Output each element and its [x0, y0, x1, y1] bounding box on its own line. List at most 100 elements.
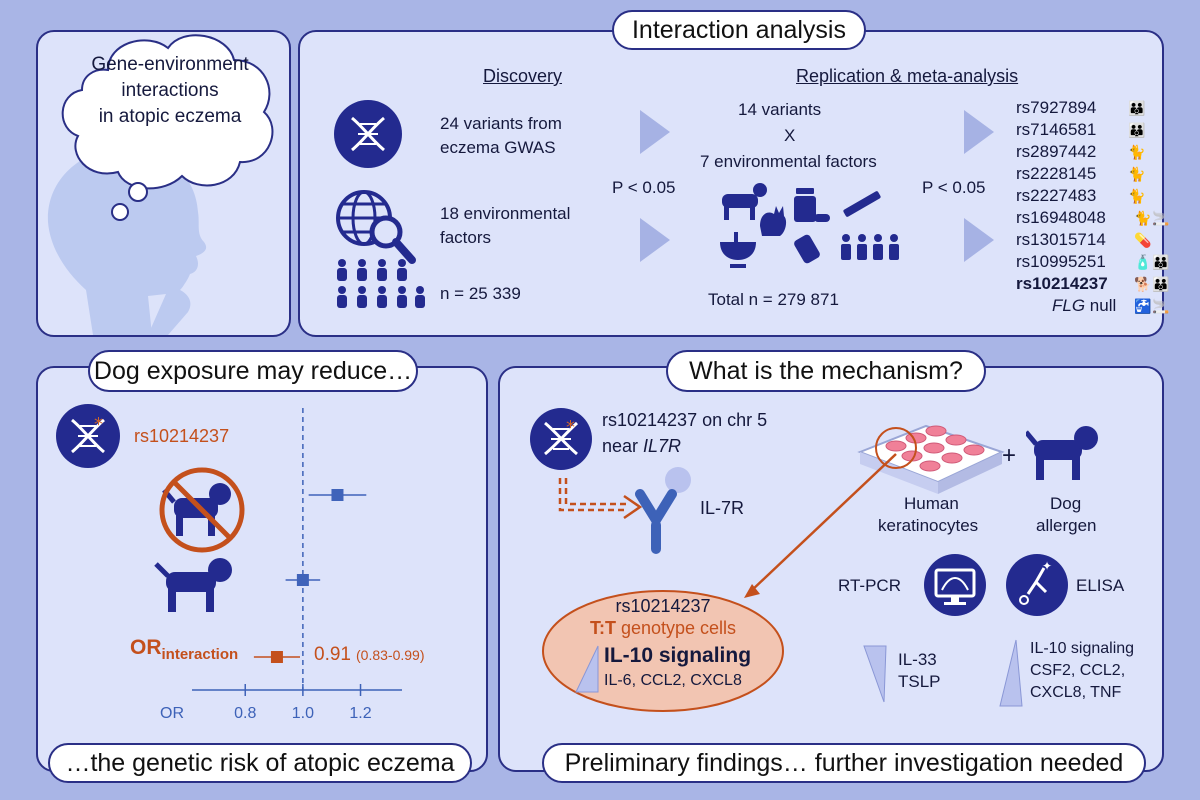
- family-icon: 👪: [1128, 122, 1147, 138]
- snp-row: rs2897442 🐈: [1016, 142, 1145, 162]
- point-estimate: [331, 489, 344, 501]
- rtpcr-monitor-icon: [924, 554, 986, 616]
- sink-smoke-icon: 🚰🚬: [1134, 298, 1171, 314]
- intro-panel: Gene-environment interactions in atopic …: [36, 30, 291, 337]
- or-subscript: interaction: [161, 646, 239, 664]
- thought-dot: [111, 203, 129, 221]
- or-value: 0.91: [314, 644, 351, 665]
- point-estimate: [296, 574, 309, 586]
- dog-icon: [154, 558, 232, 612]
- replication-total: Total n = 279 871: [708, 290, 839, 309]
- snp-row: rs13015714💊: [1016, 230, 1151, 250]
- x-tick-label: 1.2: [349, 705, 371, 722]
- ellipse-genotype: T:T genotype cells: [570, 618, 756, 639]
- mechanism-panel: * rs10214237 on chr 5 near IL7R IL-7R +: [498, 366, 1164, 772]
- env-line-2: factors: [440, 228, 492, 247]
- variants-line-1: 24 variants from: [440, 114, 562, 133]
- svg-text:*: *: [94, 414, 103, 435]
- variants-line-2: eczema GWAS: [440, 138, 556, 157]
- down-line-1: IL-33: [898, 650, 937, 669]
- genotype-tt: T:T: [589, 618, 616, 638]
- chevron-right-icon: [640, 218, 670, 262]
- medication-icon: 💊: [1134, 232, 1153, 248]
- dog-snp: rs10214237: [134, 426, 230, 446]
- snp-row: rs16948048 🐈🚬: [1016, 208, 1170, 228]
- environment-factors-icons: [720, 183, 899, 268]
- interaction-panel: Discovery 24 variants from eczema GWAS 1…: [298, 30, 1170, 337]
- dna-icon: *: [530, 408, 592, 470]
- cells-line-2: keratinocytes: [878, 516, 979, 535]
- snp-id: rs16948048: [1016, 208, 1106, 227]
- cell-culture-plate-icon: [857, 424, 1005, 494]
- mech-snp-line-2: near IL7R: [602, 436, 681, 457]
- dashed-arrow-icon: [558, 478, 643, 520]
- near-label: near: [602, 436, 644, 456]
- up-line-2: CSF2, CCL2,: [1030, 662, 1126, 679]
- snp-id: rs10214237: [1016, 274, 1108, 293]
- globe-search-icon: [336, 190, 416, 264]
- x-tick-label: 1.0: [292, 705, 314, 722]
- up-line-1: IL-10 signaling: [1030, 640, 1135, 657]
- dna-icon: *: [56, 404, 120, 468]
- discovery-heading: Discovery: [483, 66, 563, 86]
- thought-bubble: [61, 34, 274, 202]
- replication-variants: 14 variants: [738, 100, 822, 119]
- allergen-line-2: allergen: [1036, 516, 1097, 535]
- snp-list: rs7927894👪 rs7146581 👪 rs2897442 🐈 rs22281…: [1016, 98, 1170, 334]
- snp-id: rs7146581: [1016, 120, 1097, 139]
- receptor-icon: [635, 467, 691, 554]
- snp-id: rs2897442: [1016, 142, 1097, 161]
- replication-env: 7 environmental factors: [700, 152, 877, 171]
- snp-row-highlight: rs10214237 🐕👪: [1016, 274, 1170, 294]
- dog-footer: …the genetic risk of atopic eczema: [48, 743, 472, 783]
- bottle-family-icon: 🧴👪: [1134, 254, 1171, 270]
- dog-icon: [1026, 426, 1098, 480]
- snp-id: rs7927894: [1016, 98, 1097, 117]
- replication-times: X: [784, 126, 796, 145]
- receptor-label: IL-7R: [700, 498, 745, 518]
- mechanism-title: What is the mechanism?: [666, 350, 986, 392]
- mechanism-footer: Preliminary findings… further investigat…: [542, 743, 1146, 783]
- chevron-right-icon: [964, 110, 994, 154]
- svg-text:✦: ✦: [1042, 559, 1052, 573]
- p-threshold-2: P < 0.05: [922, 178, 986, 197]
- flg-row: FLG null🚰🚬: [1052, 296, 1170, 316]
- cat-icon: 🐈: [1128, 188, 1147, 204]
- plus-sign: +: [1002, 442, 1017, 469]
- interaction-title: Interaction analysis: [612, 10, 866, 50]
- decrease-triangle-icon: [863, 645, 887, 703]
- flg-null: null: [1085, 296, 1117, 315]
- allergen-line-1: Dog: [1050, 494, 1082, 513]
- snp-id: rs2227483: [1016, 186, 1097, 205]
- up-line-3: CXCL8, TNF: [1030, 684, 1122, 701]
- gene-il7r: IL7R: [643, 436, 682, 456]
- env-line-1: 18 environmental: [440, 204, 571, 223]
- dog-panel: * rs10214237 OR interaction 0.91 (0.83-0.…: [36, 366, 488, 772]
- cells-line-1: Human: [904, 494, 959, 513]
- snp-row: rs2227483 🐈: [1016, 186, 1145, 206]
- snp-row: rs2228145 🐈: [1016, 164, 1145, 184]
- elisa-antibody-icon: ✦: [1006, 554, 1068, 616]
- bubble-line-2: interactions: [121, 80, 219, 101]
- snp-id: rs2228145: [1016, 164, 1097, 183]
- increase-triangle-icon: [999, 639, 1023, 707]
- bubble-line-1: Gene-environment: [91, 54, 249, 75]
- thinking-person-silhouette: [47, 148, 207, 335]
- snp-row: rs7927894👪: [1016, 98, 1145, 118]
- bubble-line-3: in atopic eczema: [98, 106, 242, 127]
- cat-icon: 🐈: [1128, 144, 1147, 160]
- p-threshold-1: P < 0.05: [612, 178, 676, 197]
- genotype-rest: genotype cells: [615, 618, 737, 638]
- rtpcr-label: RT-PCR: [838, 576, 901, 595]
- chevron-right-icon: [964, 218, 994, 262]
- genotype-ellipse: [542, 590, 784, 712]
- cat-smoke-icon: 🐈🚬: [1134, 210, 1171, 226]
- population-icon: [337, 259, 425, 308]
- connector-arrow: [744, 453, 897, 598]
- or-ci: (0.83-0.99): [356, 647, 425, 663]
- snp-row: rs10995251🧴👪: [1016, 252, 1170, 272]
- dog-family-icon: 🐕👪: [1134, 276, 1171, 292]
- x-axis-label: OR: [160, 705, 184, 722]
- cat-icon: 🐈: [1128, 166, 1147, 182]
- down-line-2: TSLP: [898, 672, 941, 691]
